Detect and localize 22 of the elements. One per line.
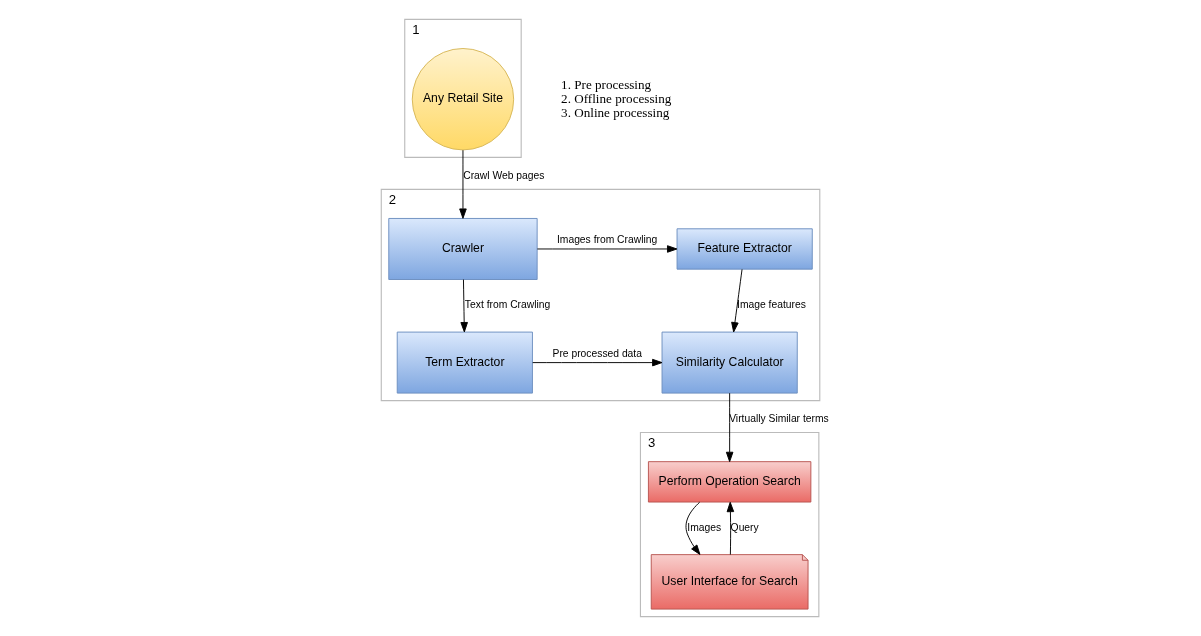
arrow [459, 279, 468, 333]
edge-label: Pre processed data [552, 347, 642, 359]
arrow [531, 358, 662, 367]
edge-label: Crawl Web pages [462, 169, 544, 181]
node-box: Similarity Calculator [661, 331, 798, 394]
edge-label: Query [730, 521, 759, 533]
node-box: Crawler [387, 218, 538, 280]
label: 1. Pre processing [560, 76, 651, 92]
arrow [730, 268, 742, 333]
arrow [725, 392, 733, 463]
arrow [726, 501, 734, 555]
node-circle: Any Retail Site [411, 48, 514, 151]
arrow [536, 245, 677, 253]
edge-label: Images from Crawling [556, 234, 657, 246]
arrow [458, 149, 467, 219]
edge-label: Text from Crawling [464, 299, 550, 311]
node-box: Perform Operation Search [647, 461, 811, 503]
node-box: Term Extractor [396, 331, 533, 394]
arrow [685, 501, 700, 555]
node-box: Feature Extractor [676, 228, 813, 270]
edge-label: Image features [736, 299, 806, 311]
edge-label: Images [686, 521, 721, 533]
